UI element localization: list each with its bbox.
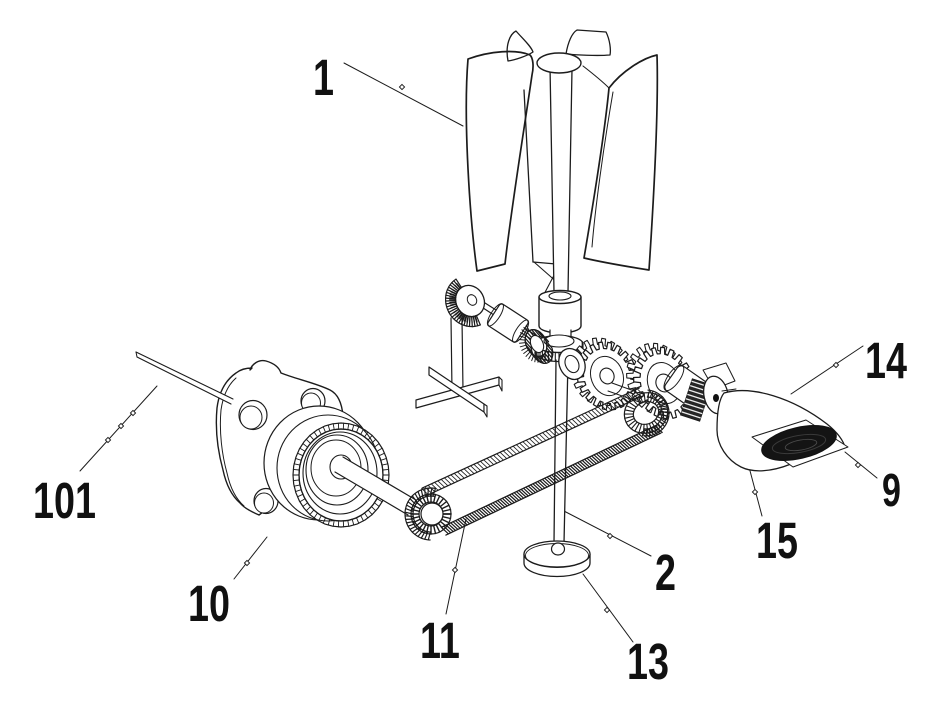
svg-text:9: 9: [882, 464, 901, 516]
svg-text:15: 15: [756, 511, 798, 569]
svg-text:101: 101: [33, 471, 96, 529]
svg-text:2: 2: [655, 543, 676, 601]
svg-text:11: 11: [420, 611, 460, 669]
svg-text:13: 13: [627, 632, 669, 690]
svg-text:1: 1: [313, 48, 334, 106]
svg-text:10: 10: [188, 574, 230, 632]
svg-text:14: 14: [865, 331, 907, 389]
